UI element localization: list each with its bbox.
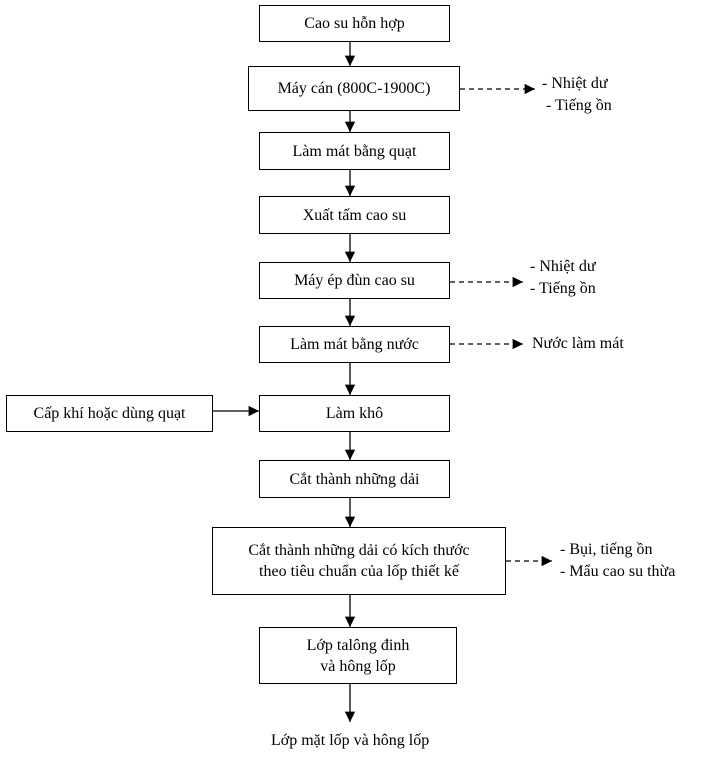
step-label: Cắt thành những dải [289, 470, 420, 488]
step-box-6: Làm mát bằng nước [259, 326, 450, 363]
step-label: Lớp talông đinh và hông lốp [306, 636, 410, 675]
step-label: Máy ép đùn cao su [294, 272, 415, 289]
final-product-label: Lớp mặt lốp và hông lốp [271, 732, 430, 749]
step-box-7: Làm khô [259, 395, 450, 432]
step-label: Làm mát bằng nước [290, 336, 419, 353]
output-item: - Nhiệt dư [530, 258, 596, 275]
output-item: - Nhiệt dư [542, 75, 608, 92]
step-box-5: Máy ép đùn cao su [259, 262, 450, 299]
step-label: Xuất tấm cao su [302, 206, 407, 224]
output-item: - Bụi, tiếng ồn [560, 541, 653, 558]
step-label: Cao su hỗn hợp [304, 15, 405, 32]
output-note-step9: - Bụi, tiếng ồn - Mẩu cao su thừa [560, 539, 675, 583]
step-box-4: Xuất tấm cao su [259, 196, 450, 234]
output-item: - Tiếng ồn [530, 280, 596, 297]
step-label: Làm mát bằng quạt [292, 142, 417, 160]
output-note-step2: - Nhiệt dư - Tiếng ồn [542, 73, 612, 117]
step-label: Máy cán (800C-1900C) [277, 80, 431, 97]
output-item: - Tiếng ồn [546, 97, 612, 114]
output-item: Nước làm mát [532, 335, 624, 352]
output-item: - Mẩu cao su thừa [560, 563, 676, 580]
step-box-8: Cắt thành những dải [259, 460, 450, 498]
output-note-step5: - Nhiệt dư - Tiếng ồn [530, 256, 596, 300]
input-label: Cấp khí hoặc dùng quạt [33, 405, 186, 422]
output-note-step6: Nước làm mát [532, 333, 624, 355]
step-box-10: Lớp talông đinh và hông lốp [259, 627, 457, 684]
step-label: Làm khô [325, 405, 384, 422]
step-box-2: Máy cán (800C-1900C) [248, 66, 460, 111]
input-box: Cấp khí hoặc dùng quạt [6, 395, 213, 432]
step-box-9: Cắt thành những dải có kích thước theo t… [212, 527, 506, 595]
step-box-3: Làm mát bằng quạt [259, 132, 450, 170]
step-box-1: Cao su hỗn hợp [259, 5, 450, 42]
step-label: Cắt thành những dải có kích thước theo t… [248, 542, 470, 580]
